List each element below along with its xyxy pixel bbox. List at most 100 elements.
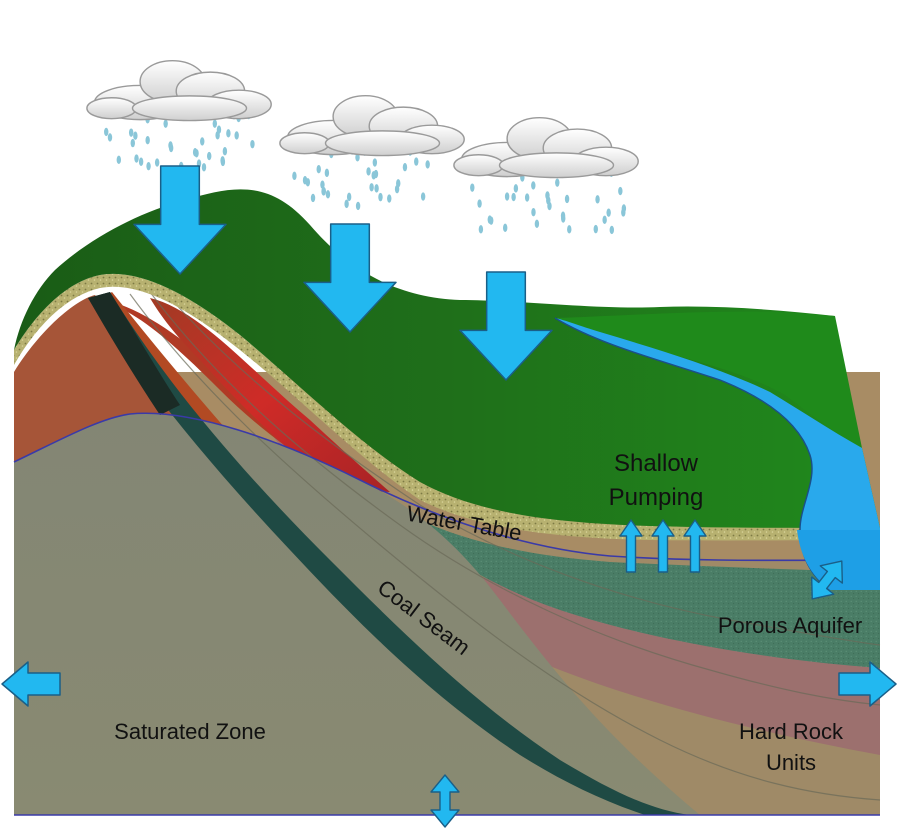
raindrop bbox=[567, 225, 572, 234]
raindrop bbox=[546, 196, 551, 205]
raindrop bbox=[220, 157, 226, 167]
stream-subsurface bbox=[797, 530, 880, 590]
raindrop bbox=[305, 178, 311, 187]
raindrop bbox=[420, 192, 426, 201]
raindrop bbox=[555, 178, 560, 187]
raindrop bbox=[346, 192, 352, 202]
raindrop bbox=[226, 129, 231, 138]
down-arrow-icon bbox=[133, 165, 227, 275]
raindrop bbox=[531, 208, 536, 217]
raindrop bbox=[425, 160, 430, 169]
raindrop bbox=[355, 201, 361, 211]
raindrop bbox=[234, 131, 239, 140]
hard-rock-pink-unit bbox=[260, 420, 880, 755]
raindrop bbox=[292, 171, 297, 181]
raindrop bbox=[513, 184, 519, 193]
raindrop bbox=[593, 224, 598, 234]
raindrop bbox=[201, 163, 207, 172]
raindrop bbox=[321, 187, 326, 196]
saturated-overlay bbox=[360, 480, 880, 815]
clouds bbox=[86, 59, 639, 235]
raindrop bbox=[564, 194, 570, 204]
horizontal-arrow-icon bbox=[838, 661, 897, 707]
raindrop bbox=[344, 199, 349, 209]
raindrop bbox=[561, 214, 566, 223]
raindrop bbox=[402, 162, 408, 172]
raindrop bbox=[324, 168, 330, 178]
raindrop bbox=[595, 195, 600, 204]
hard-rock-units-label-2: Units bbox=[766, 750, 816, 775]
raindrop bbox=[250, 139, 255, 149]
raindrop bbox=[200, 137, 205, 146]
cloud-shape bbox=[86, 59, 272, 122]
raindrop bbox=[396, 179, 401, 188]
raindrop bbox=[212, 119, 218, 128]
cloud-shape bbox=[453, 116, 639, 179]
green-hillslope bbox=[14, 189, 880, 528]
shallow-pumping-label: Shallow bbox=[614, 450, 699, 477]
raindrop bbox=[478, 225, 484, 234]
raindrop bbox=[602, 215, 607, 225]
down-arrow-icon bbox=[459, 271, 553, 381]
soil-layer bbox=[14, 273, 880, 541]
raindrop bbox=[320, 180, 325, 189]
porous-aquifer-label: Porous Aquifer bbox=[718, 613, 862, 638]
raindrop bbox=[621, 208, 626, 217]
raindrop bbox=[216, 125, 222, 134]
down-arrow-icon bbox=[303, 223, 397, 333]
raindrop bbox=[222, 147, 228, 156]
shallow-pumping-label-2: Pumping bbox=[609, 484, 704, 511]
raindrop bbox=[374, 184, 379, 193]
saturated-zone-label: Saturated Zone bbox=[114, 719, 266, 744]
arrows bbox=[1, 165, 897, 828]
diagonal-double-arrow-icon bbox=[810, 560, 844, 600]
coal-seam-upper bbox=[88, 292, 180, 415]
green-field-right bbox=[555, 311, 862, 448]
raindrop bbox=[325, 190, 331, 199]
land-surface bbox=[14, 189, 880, 591]
raindrop bbox=[145, 135, 150, 145]
hard-rock-units-label: Hard Rock bbox=[739, 719, 844, 744]
raindrop bbox=[316, 165, 321, 174]
raindrop bbox=[470, 183, 475, 192]
raindrop bbox=[378, 192, 383, 202]
raindrop bbox=[373, 169, 379, 179]
raindrop bbox=[130, 138, 135, 148]
raindrop bbox=[366, 167, 371, 176]
raindrop bbox=[477, 199, 482, 208]
raindrop bbox=[502, 223, 508, 233]
raindrop bbox=[154, 158, 160, 167]
raindrop bbox=[194, 149, 199, 158]
rain-cloud-icon bbox=[86, 59, 272, 172]
horizontal-arrow-icon bbox=[1, 661, 61, 707]
raindrop bbox=[606, 208, 611, 217]
rain-cloud-icon bbox=[279, 94, 465, 211]
cloud-shape bbox=[279, 94, 465, 157]
raindrop bbox=[531, 181, 536, 190]
raindrop bbox=[168, 141, 173, 150]
up-arrow-icon bbox=[651, 519, 675, 573]
raindrop bbox=[310, 193, 316, 203]
raindrop bbox=[104, 127, 109, 137]
vertical-double-arrow-icon bbox=[430, 774, 460, 828]
raindrop bbox=[163, 119, 168, 128]
raindrop bbox=[107, 133, 113, 142]
raindrop bbox=[146, 161, 151, 171]
up-arrow-icon bbox=[619, 519, 643, 573]
raindrop bbox=[534, 219, 540, 229]
raindrop bbox=[387, 194, 392, 203]
raindrop bbox=[134, 154, 139, 163]
strata-lines bbox=[129, 291, 881, 801]
raindrop bbox=[609, 225, 615, 235]
raindrop bbox=[355, 153, 360, 162]
raindrop bbox=[116, 155, 122, 165]
raindrop bbox=[511, 192, 516, 202]
raindrop bbox=[207, 151, 212, 161]
water-table-line bbox=[13, 412, 881, 562]
raindrop bbox=[488, 216, 494, 225]
raindrop bbox=[138, 157, 144, 166]
raindrop bbox=[133, 131, 138, 140]
raindrop bbox=[414, 157, 419, 166]
raindrop bbox=[372, 158, 378, 167]
